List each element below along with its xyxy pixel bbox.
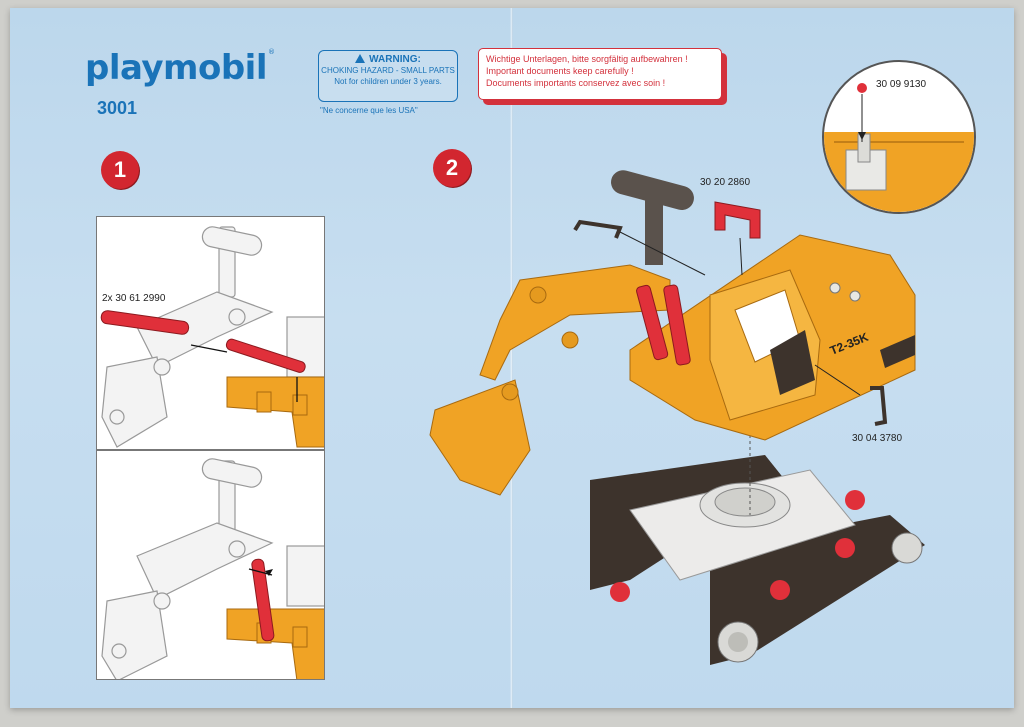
part-label-side-handle: 30 04 3780 (852, 433, 903, 444)
brand-logo: playmobil® (85, 48, 275, 88)
notice-english: Important documents keep carefully ! (486, 66, 634, 76)
arm-crossbar (611, 170, 694, 265)
excavator-body: T2-35K (629, 234, 916, 441)
step-1-badge: 1 (101, 151, 139, 189)
handle-part-top (573, 219, 623, 239)
product-number: 3001 (97, 98, 138, 118)
notice-french: Documents importants conservez avec soin… (486, 78, 666, 88)
step-2-illustration: T2-35K (429, 170, 925, 665)
red-cylinder-loose (100, 310, 190, 335)
step-1-illustration-a (100, 226, 324, 448)
usa-note: "Ne concerne que les USA" (320, 106, 418, 115)
step-1-number: 1 (113, 157, 127, 182)
red-cylinder-fitted (225, 338, 306, 373)
handle-part-side (870, 386, 888, 426)
track-base (590, 455, 925, 665)
step-1-panel-a (96, 216, 325, 450)
warning-line-1: CHOKING HAZARD - SMALL PARTS (321, 66, 455, 75)
warning-heading: WARNING: (369, 54, 421, 65)
excavator-arm (429, 264, 691, 496)
red-bracket-part (714, 201, 761, 239)
detail-zoom-illustration (824, 83, 974, 212)
step-1-illustration-b (101, 458, 324, 679)
warning-line-2: Not for children under 3 years. (334, 77, 442, 86)
registered-mark: ® (268, 48, 275, 56)
step-1-panel-b (96, 450, 325, 680)
part-label-cylinders: 2x 30 61 2990 (102, 293, 166, 304)
part-label-red-bracket: 30 20 2860 (700, 177, 751, 188)
brand-logo-text: playmobil (85, 48, 268, 88)
step-2-badge: 2 (433, 149, 471, 187)
notice-german: Wichtige Unterlagen, bitte sorgfältig au… (486, 54, 688, 64)
page-fold (510, 8, 513, 708)
detail-zoom-circle (822, 60, 976, 214)
warning-box: WARNING: CHOKING HAZARD - SMALL PARTS No… (318, 50, 458, 102)
red-cylinder-installed (251, 558, 275, 642)
documents-notice: Wichtige Unterlagen, bitte sorgfältig au… (478, 48, 722, 100)
step-2-number: 2 (445, 155, 459, 180)
warning-triangle-icon (355, 54, 366, 63)
part-label-light-pin: 30 09 9130 (876, 79, 927, 90)
